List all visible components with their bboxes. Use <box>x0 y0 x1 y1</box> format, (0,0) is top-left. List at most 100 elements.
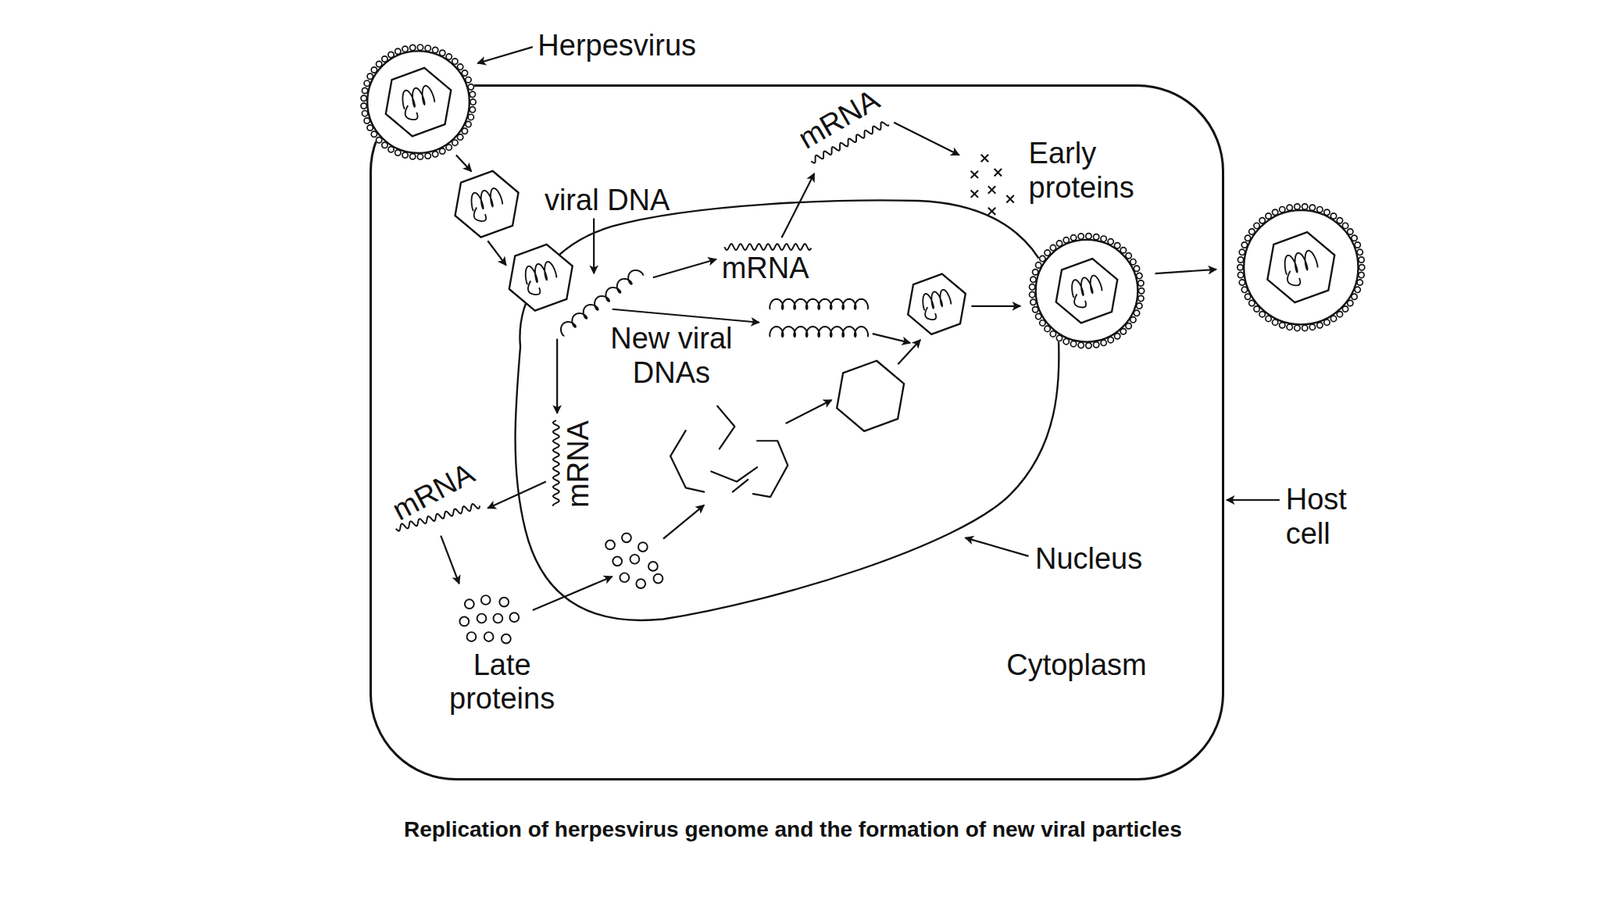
late-protein <box>621 532 632 543</box>
envelope-spike <box>1030 276 1036 283</box>
envelope-spike <box>1093 342 1100 348</box>
late-protein <box>464 599 475 609</box>
envelope-spike <box>395 48 401 54</box>
envelope-spike <box>1035 313 1042 319</box>
envelope-spike <box>1237 257 1243 263</box>
structure-label: viral DNA <box>544 183 670 218</box>
envelope-spike <box>425 45 431 51</box>
envelope-spike <box>1056 240 1062 247</box>
viral-envelope <box>367 50 470 154</box>
envelope-spike <box>1130 258 1136 265</box>
flow-arrow <box>872 333 911 343</box>
envelope-spike <box>1302 325 1308 331</box>
envelope-spike <box>1029 284 1036 290</box>
flow-arrow <box>785 400 833 424</box>
early-protein <box>988 207 996 215</box>
nucleocapsids <box>455 171 966 432</box>
envelope-spike <box>1107 239 1114 245</box>
envelope-spike <box>395 150 401 156</box>
envelope-spike <box>1272 209 1279 215</box>
leader-arrow <box>965 537 1029 557</box>
capsid-fragment <box>710 467 758 482</box>
late-protein <box>630 554 640 565</box>
envelope-spike <box>1358 264 1365 271</box>
envelope-spike <box>1241 242 1247 248</box>
structure-label: Early proteins <box>1028 137 1154 206</box>
late-protein <box>501 634 511 644</box>
envelope-spike <box>1239 279 1245 286</box>
herpesvirus-particle <box>1028 232 1146 350</box>
flow-arrow <box>487 481 546 508</box>
viral-genome <box>528 281 540 296</box>
envelope-spike <box>1241 286 1247 293</box>
structure-label: mRNA <box>721 251 810 286</box>
envelope-spike <box>439 50 446 56</box>
late-protein <box>648 561 658 572</box>
envelope-spike <box>432 46 438 53</box>
flow-arrow <box>971 305 1021 308</box>
envelope-spike <box>1070 235 1076 241</box>
envelope-spike <box>1302 203 1308 210</box>
envelope-spike <box>1294 203 1300 210</box>
structure-label: mRNA <box>386 456 480 528</box>
envelope-spike <box>1136 303 1143 309</box>
viral-envelope <box>1035 239 1139 343</box>
envelope-spike <box>439 148 446 154</box>
capsid <box>836 360 904 432</box>
late-protein <box>635 578 646 589</box>
flow-arrow <box>532 576 613 611</box>
flow-arrow <box>893 122 960 156</box>
early-proteins <box>971 154 1015 215</box>
late-protein <box>605 540 615 550</box>
envelope-spike <box>402 46 408 52</box>
early-protein <box>994 168 1002 176</box>
late-protein <box>477 614 487 624</box>
capsid <box>455 171 519 238</box>
envelope-spike <box>410 153 416 160</box>
envelope-spike <box>461 128 468 134</box>
envelope-spike <box>1244 293 1250 300</box>
viral-genome <box>1287 271 1300 286</box>
envelope-spike <box>1317 322 1323 329</box>
envelope-spike <box>364 117 370 124</box>
early-protein <box>988 185 996 193</box>
envelope-spike <box>1272 319 1279 325</box>
envelope-spike <box>388 51 394 58</box>
structure-label: Herpesvirus <box>537 28 697 64</box>
flow-arrow <box>1155 269 1217 274</box>
structure-label: mRNA <box>792 82 886 157</box>
structure-label: Nucleus <box>1035 542 1143 577</box>
envelope-spike <box>1029 291 1036 297</box>
envelope-spike <box>361 110 368 117</box>
envelope-spike <box>1244 235 1250 241</box>
envelope-spike <box>470 99 476 105</box>
envelope-spike <box>1357 279 1363 286</box>
leader-arrow <box>592 218 595 275</box>
envelope-spike <box>1100 235 1107 242</box>
envelope-spike <box>1358 257 1365 263</box>
structure-label: mRNA <box>561 420 597 508</box>
envelope-spike <box>1324 209 1330 215</box>
envelope-spike <box>367 125 373 131</box>
envelope-spike <box>360 95 367 101</box>
envelope-spike <box>1279 207 1286 213</box>
envelope-spike <box>410 44 416 50</box>
envelope-spike <box>1085 342 1092 349</box>
capsid <box>509 244 573 311</box>
envelope-spike <box>1056 335 1062 341</box>
envelope-spike <box>361 87 368 93</box>
envelope-spike <box>1138 288 1144 294</box>
envelope-spike <box>1351 235 1358 241</box>
envelope-spike <box>465 76 472 83</box>
flow-arrow <box>612 309 760 323</box>
particles <box>360 43 1366 643</box>
envelope-spike <box>1239 249 1245 255</box>
herpesvirus-particle <box>1236 203 1366 333</box>
structure-label: New viral DNAs <box>603 321 740 390</box>
structure-label: Cytoplasm <box>1006 648 1147 683</box>
particle-backdrop <box>1236 203 1366 333</box>
early-protein <box>971 189 979 197</box>
viral-genome <box>925 307 936 320</box>
